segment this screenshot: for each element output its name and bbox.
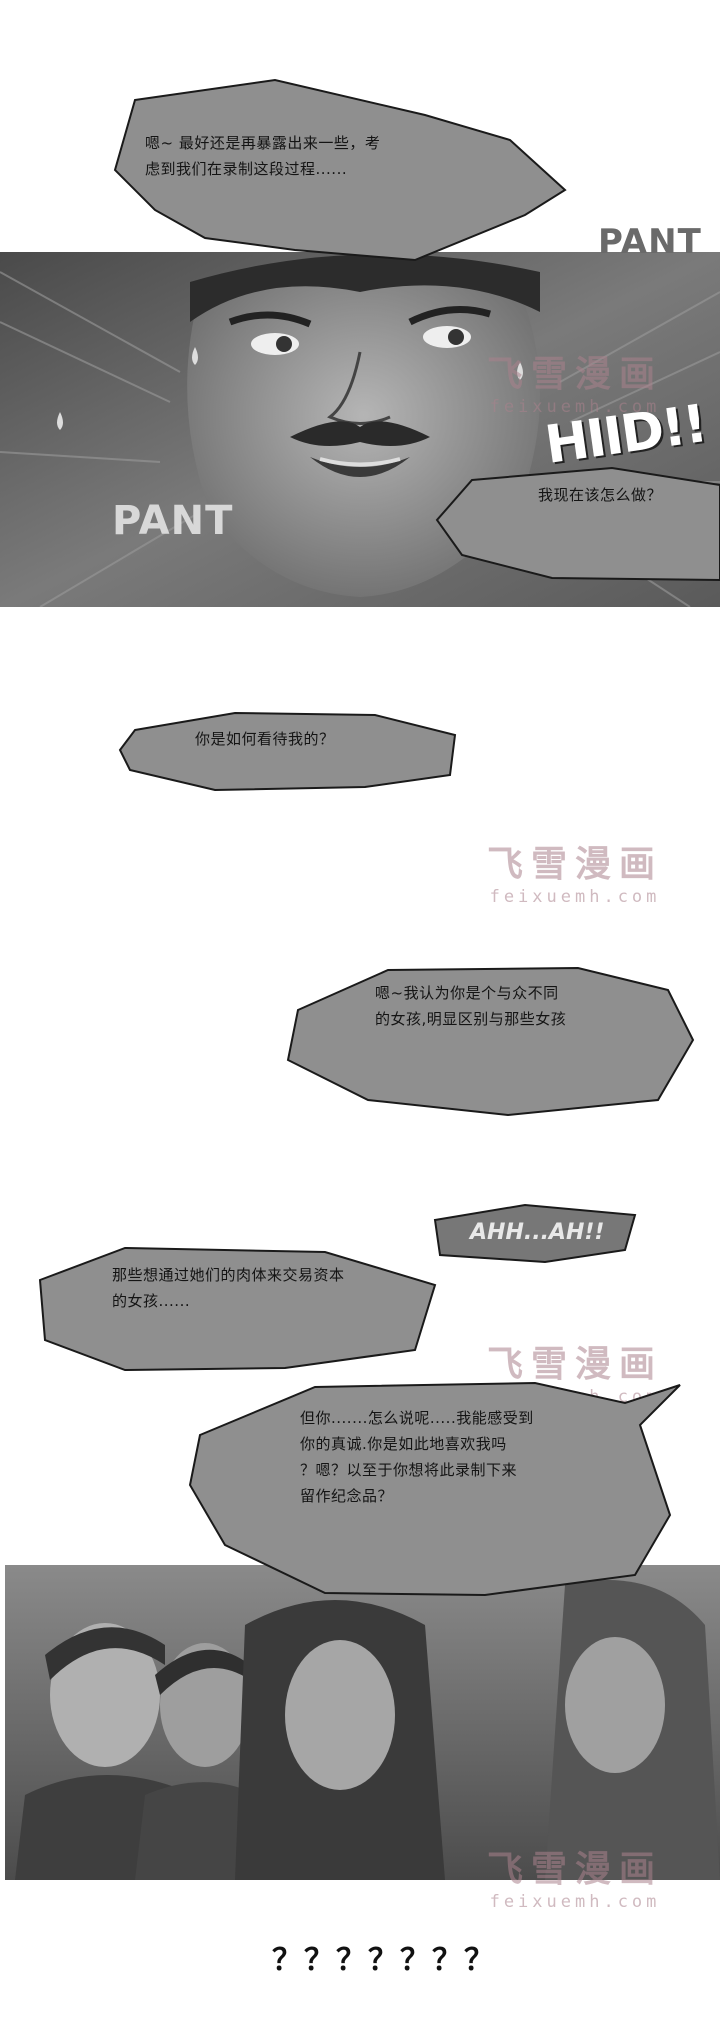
watermark-1-en: feixuemh.com	[489, 397, 661, 417]
bubble-6-line-4: 留作纪念品？	[300, 1487, 394, 1505]
bubble-3-line-1: 你是如何看待我的？	[195, 730, 335, 748]
bubble-1-line-2: 虑到我们在录制这段过程......	[145, 160, 348, 178]
bubble-6-line-1: 但你.......怎么说呢.....我能感受到	[300, 1409, 534, 1427]
speech-bubble-1	[113, 78, 567, 262]
speech-bubble-2	[435, 466, 720, 582]
watermark-4-en: feixuemh.com	[489, 1892, 661, 1912]
bubble-5-line-2: 的女孩......	[112, 1292, 191, 1310]
watermark-3-cn: 飞雪漫画	[486, 1344, 663, 1385]
speech-bubble-5	[38, 1246, 437, 1372]
bubble-6-line-3: ？嗯？以至于你想将此录制下来	[300, 1461, 518, 1479]
bubble-4-line-1: 嗯~我认为你是个与众不同	[375, 984, 559, 1002]
speech-bubble-4	[286, 966, 695, 1117]
bubble-4-text: 嗯~我认为你是个与众不同 的女孩,明显区别与那些女孩	[375, 980, 566, 1032]
sfx-pant-top: PANT	[598, 222, 702, 262]
watermark-1: 飞雪漫画 feixuemh.com	[450, 345, 700, 417]
bubble-5-text: 那些想通过她们的肉体来交易资本 的女孩......	[112, 1262, 345, 1314]
bubble-4-line-2: 的女孩,明显区别与那些女孩	[375, 1010, 567, 1028]
bubble-1-line-1: 嗯~ 最好还是再暴露出来一些，考	[145, 134, 381, 152]
speech-bubble-3	[118, 711, 457, 792]
bubble-6-line-2: 你的真诚.你是如此地喜欢我吗	[300, 1435, 507, 1453]
bubble-6-text: 但你.......怎么说呢.....我能感受到 你的真诚.你是如此地喜欢我吗 ？…	[300, 1405, 534, 1509]
sfx-ahh: AHH...AH!!	[470, 1220, 605, 1245]
watermark-4: 飞雪漫画 feixuemh.com	[450, 1840, 700, 1912]
watermark-1-cn: 飞雪漫画	[486, 354, 663, 395]
crowd-illustration	[5, 1565, 720, 1880]
sfx-pant-left: PANT	[112, 498, 234, 544]
panel-crowd	[5, 1565, 720, 1880]
final-question-marks: ？？？？？？？	[272, 1943, 496, 1978]
watermark-4-cn: 飞雪漫画	[486, 1849, 663, 1890]
bubble-1-text: 嗯~ 最好还是再暴露出来一些，考 虑到我们在录制这段过程......	[145, 130, 380, 182]
sfx-bubble-ahh	[433, 1203, 637, 1264]
bubble-3-text: 你是如何看待我的？	[195, 726, 335, 752]
bubble-2-line-1: 我现在该怎么做？	[538, 486, 663, 504]
bubble-2-text: 我现在该怎么做？	[538, 482, 662, 508]
watermark-2-cn: 飞雪漫画	[486, 844, 663, 885]
watermark-2-en: feixuemh.com	[489, 887, 661, 907]
bubble-5-line-1: 那些想通过她们的肉体来交易资本	[112, 1266, 345, 1284]
speech-bubble-6	[188, 1381, 681, 1597]
watermark-2: 飞雪漫画 feixuemh.com	[450, 835, 700, 907]
